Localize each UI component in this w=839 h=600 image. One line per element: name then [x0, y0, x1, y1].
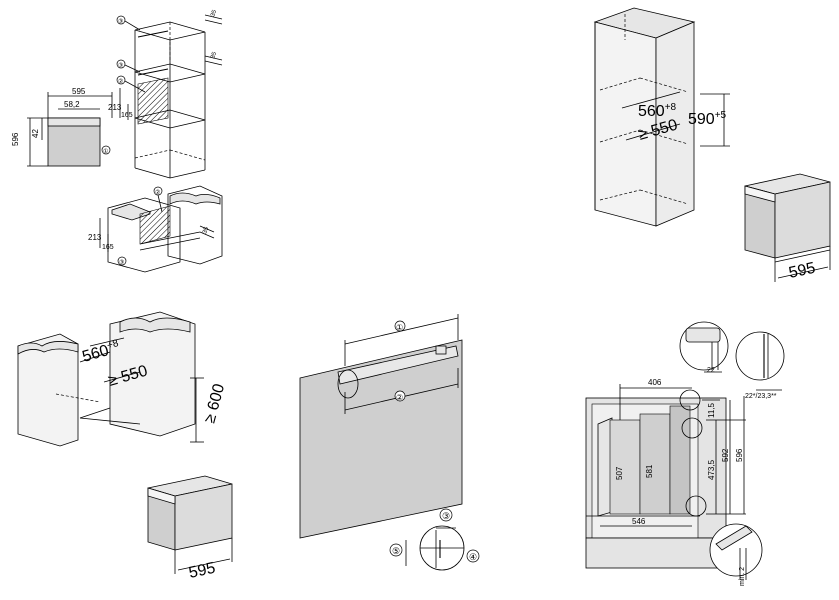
dim-581: 581 [645, 464, 654, 478]
panel-door-mounting: ① ② ③ ④ ⑤ [299, 314, 480, 571]
oven-body-section [609, 419, 641, 515]
callout-1-door: ① [396, 323, 403, 332]
dim-height-590: 590+5 [688, 110, 727, 128]
dim-22: 22 [707, 367, 715, 374]
detail-marker-bottom [685, 495, 707, 517]
dim-35-top: 35 [210, 9, 218, 18]
dim-406: 406 [648, 378, 662, 387]
dim-min-2: min. 2 [739, 567, 746, 586]
callout-2-lower: ② [155, 189, 160, 196]
panel-tall-cabinet-dimensions: 595 58,2 596 42 ① ③ ③ ② [11, 9, 223, 273]
callout-5-door: ⑤ [392, 546, 400, 556]
niche-hatch-upper [137, 77, 169, 125]
dim-min-height-600: ≥ 600 [201, 382, 228, 425]
countertop-left [17, 341, 79, 355]
niche-hatch-lower [139, 205, 171, 245]
detail-circle-door [337, 369, 359, 399]
panel-side-section: 507 581 406 546 11,5 473,5 592 596 22 22… [585, 321, 785, 586]
dim-width-595: 595 [72, 87, 86, 96]
detail-circle-gap2 [735, 331, 785, 381]
dim-165: 165 [121, 112, 133, 119]
oven-control-strip [47, 117, 101, 127]
dim-473-5: 473,5 [707, 459, 716, 480]
countertop-right-b [119, 317, 191, 333]
detail-circle-bottom [709, 523, 763, 577]
dim-592: 592 [721, 448, 730, 462]
dim-507: 507 [615, 466, 624, 480]
dim-depth-560: 560+8 [638, 102, 677, 120]
dim-213: 213 [108, 103, 122, 112]
dim-596: 596 [735, 448, 744, 462]
callout-3-door: ③ [442, 511, 450, 521]
dim-front-42: 42 [31, 129, 40, 138]
handle-bar [337, 345, 459, 385]
dim-35-mid: 35 [210, 51, 218, 60]
dim-35-lower: 35 [202, 226, 210, 235]
countertop-right [169, 192, 221, 205]
door-panel [299, 339, 463, 539]
dim-height-596: 596 [11, 132, 20, 146]
callout-2: ② [118, 78, 123, 85]
dim-11-5: 11,5 [707, 402, 716, 418]
dim-width-595-tr: 595 [787, 260, 817, 282]
dim-213-lower: 213 [88, 233, 102, 242]
dim-546: 546 [632, 517, 646, 526]
dim-depth-560-bl: 560+8 [80, 338, 122, 366]
dim-165-lower: 165 [102, 244, 114, 251]
detail-marker-top [679, 389, 701, 411]
callout-3-mid: ③ [118, 62, 123, 69]
dim-depth-58: 58,2 [64, 100, 80, 109]
dim-22-23: 22*/23,3** [745, 393, 777, 400]
panel-tall-cabinet-niche: 560+8 ≥ 550 590+5 595 [593, 7, 831, 282]
callout-1: ① [103, 148, 108, 155]
callout-3-top: ③ [118, 18, 123, 25]
callout-2-door: ② [396, 393, 403, 402]
detail-marker-mid [681, 417, 703, 439]
callout-3-lower: ③ [119, 259, 124, 266]
panel-undercounter-niche: 560+8 ≥ 550 ≥ 600 595 [17, 311, 233, 582]
dim-width-595-bl: 595 [187, 560, 217, 582]
callout-4-door: ④ [469, 552, 477, 562]
